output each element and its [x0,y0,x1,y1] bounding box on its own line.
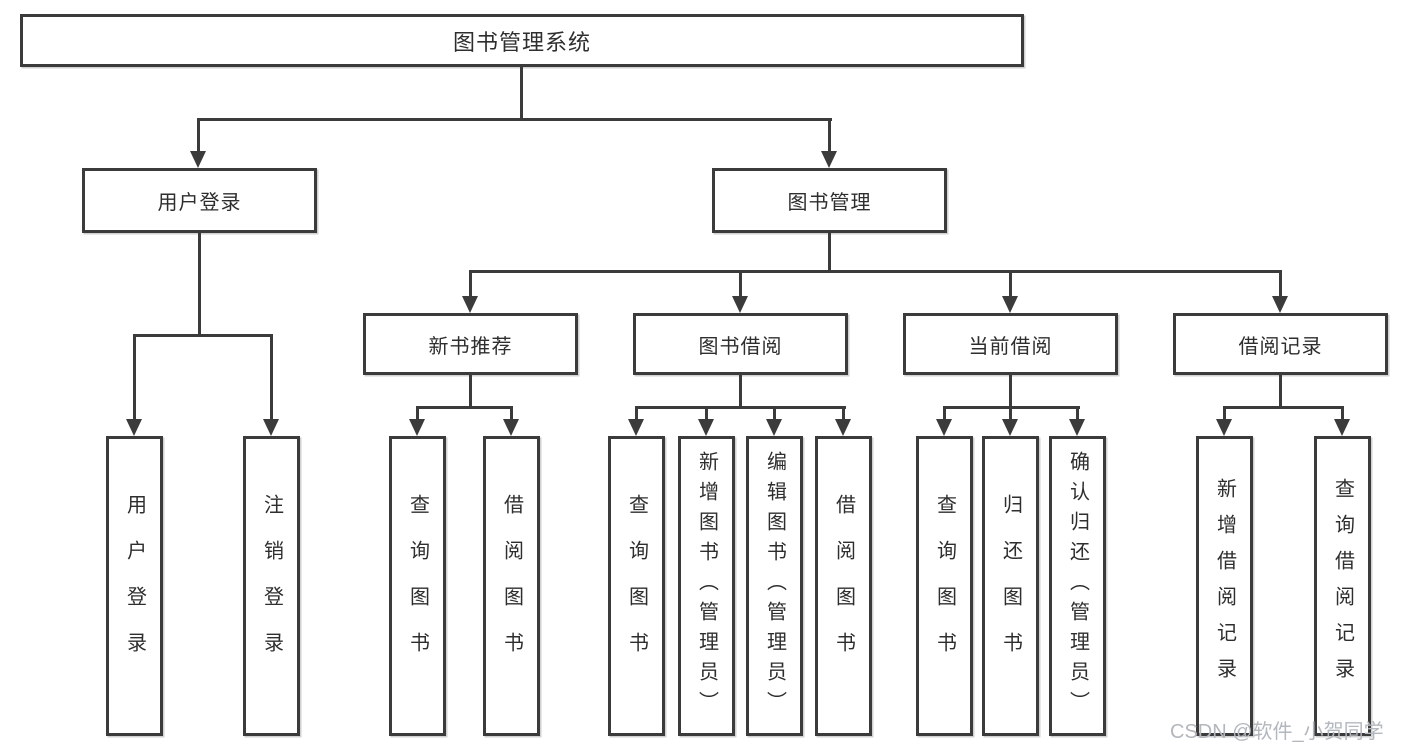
leaf-label: 注销登录 [260,494,283,678]
node-book-management-system: 图书管理系统 [20,14,1024,67]
leaf-logout: 注销登录 [243,436,300,736]
connector [1223,406,1226,422]
connector [635,406,846,409]
connector [469,270,472,298]
leaf-add-borrow-record: 新增借阅记录 [1196,436,1253,736]
connector [197,118,200,156]
connector [943,406,946,422]
leaf-label: 查询图书 [625,494,648,678]
connector [1279,270,1282,298]
leaf-query-books-current: 查询图书 [916,436,973,736]
connector [635,406,638,422]
leaf-query-borrow-record: 查询借阅记录 [1314,436,1371,736]
leaf-borrow-books: 借阅图书 [815,436,872,736]
leaf-label: 用户登录 [123,494,146,678]
leaf-label: 查询借阅记录 [1331,478,1354,694]
node-user-login: 用户登录 [82,168,317,233]
connector [739,270,742,298]
leaf-edit-book-admin: 编辑图书（管理员） [746,436,803,736]
connector [1009,375,1012,409]
connector [1279,375,1282,409]
node-borrow-records: 借阅记录 [1173,313,1388,375]
connector [198,233,201,337]
leaf-query-books-recommend: 查询图书 [389,436,446,736]
connector [133,334,273,337]
leaf-query-books-borrow: 查询图书 [608,436,665,736]
connector [773,406,776,422]
arrowhead-down-icon [190,151,206,168]
connector [510,406,513,422]
arrowhead-down-icon [409,419,425,436]
leaf-label: 查询图书 [933,494,956,678]
connector [270,334,273,423]
leaf-label: 编辑图书（管理员） [763,451,786,721]
leaf-label: 新增借阅记录 [1213,478,1236,694]
arrowhead-down-icon [1069,419,1085,436]
arrowhead-down-icon [766,419,782,436]
leaf-add-book-admin: 新增图书（管理员） [678,436,735,736]
arrowhead-down-icon [936,419,952,436]
connector [1076,406,1079,422]
leaf-label: 新增图书（管理员） [695,451,718,721]
connector [739,375,742,409]
leaf-return-books: 归还图书 [982,436,1039,736]
connector [133,334,136,423]
leaf-label: 借阅图书 [500,494,523,678]
leaf-label: 借阅图书 [832,494,855,678]
connector [469,375,472,409]
connector [197,118,832,121]
connector [1341,406,1344,422]
arrowhead-down-icon [628,419,644,436]
leaf-user-login: 用户登录 [106,436,163,736]
arrowhead-down-icon [1272,296,1288,313]
connector [1009,270,1012,298]
connector [828,233,831,273]
node-book-management: 图书管理 [712,168,947,233]
node-book-borrow: 图书借阅 [633,313,848,375]
leaf-label: 确认归还（管理员） [1066,451,1089,721]
connector [520,67,523,118]
node-current-borrow: 当前借阅 [903,313,1118,375]
arrowhead-down-icon [126,419,142,436]
arrowhead-down-icon [1216,419,1232,436]
arrowhead-down-icon [732,296,748,313]
leaf-borrow-books-recommend: 借阅图书 [483,436,540,736]
connector [416,406,419,422]
connector [1223,406,1344,409]
connector [469,270,1282,273]
connector [842,406,845,422]
arrowhead-down-icon [698,419,714,436]
arrowhead-down-icon [821,151,837,168]
connector [828,118,831,156]
arrowhead-down-icon [462,296,478,313]
watermark: CSDN @软件_小贺同学 [1170,721,1384,743]
leaf-label: 查询图书 [406,494,429,678]
leaf-confirm-return-admin: 确认归还（管理员） [1049,436,1106,736]
arrowhead-down-icon [1002,419,1018,436]
connector [416,406,513,409]
node-new-book-recommend: 新书推荐 [363,313,578,375]
arrowhead-down-icon [835,419,851,436]
connector [1009,406,1012,422]
arrowhead-down-icon [263,419,279,436]
arrowhead-down-icon [503,419,519,436]
leaf-label: 归还图书 [999,494,1022,678]
arrowhead-down-icon [1334,419,1350,436]
arrowhead-down-icon [1002,296,1018,313]
connector [705,406,708,422]
